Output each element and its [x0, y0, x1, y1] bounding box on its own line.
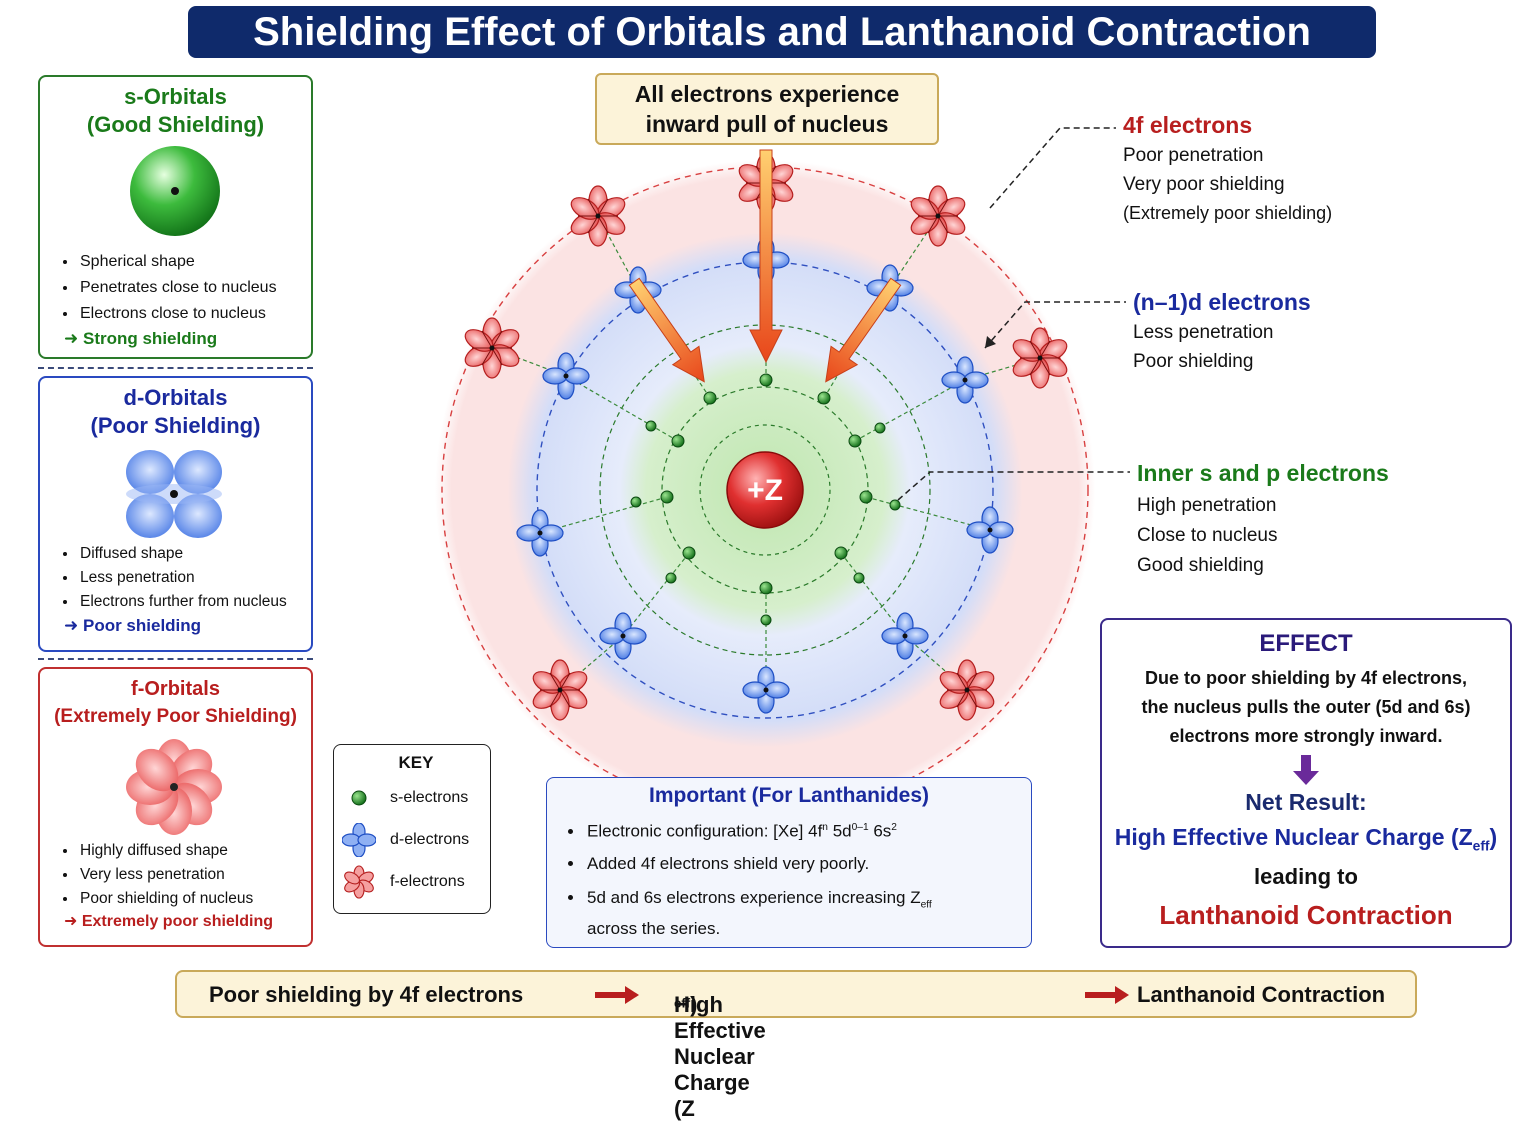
arrow-right-icon: ➜ [64, 329, 79, 348]
effect-line: Due to poor shielding by 4f electrons, [1144, 668, 1468, 688]
effect-line: electrons more strongly inward. [1169, 726, 1443, 746]
callout-4f-title: 4f electrons [1123, 112, 1253, 138]
important-title: Important (For Lanthanides) [649, 784, 929, 807]
effect-line: the nucleus pulls the outer (5d and 6s) [1141, 697, 1471, 717]
important-box: Important (For Lanthanides) Electronic c… [546, 777, 1032, 948]
d-bullet: Less penetration [78, 566, 311, 590]
f-orbital-icon [126, 739, 222, 835]
f-electron-icon [344, 865, 374, 899]
important-bullet-1: Electronic configuration: [Xe] 4fn 5d0–1… [585, 812, 1031, 848]
note-line-1: All electrons experience [634, 81, 900, 107]
f-panel-subtitle: (Extremely Poor Shielding) [54, 706, 297, 727]
s-panel-title: s-Orbitals [124, 84, 227, 109]
callout-line: Good shielding [1137, 555, 1264, 576]
important-bullet-3: 5d and 6s electrons experience increasin… [585, 886, 1031, 941]
effect-box: EFFECT Due to poor shielding by 4f elect… [1100, 618, 1512, 948]
key-label-f: f-electrons [390, 873, 465, 890]
d-panel-title: d-Orbitals [123, 385, 228, 410]
inner-s-shell [699, 424, 831, 556]
d-panel-subtitle: (Poor Shielding) [90, 413, 261, 438]
key-row-d: d-electrons [342, 819, 490, 861]
key-row-s: s-electrons [342, 777, 490, 819]
middle-s-shell [661, 386, 869, 594]
arrow-right-icon: ➜ [64, 913, 78, 930]
f-panel-title: f-Orbitals [131, 678, 220, 700]
s-orbital-panel: s-Orbitals (Good Shielding) Spherical sh… [38, 75, 313, 359]
separator [38, 367, 313, 369]
leading-to: leading to [1254, 863, 1358, 889]
d-orbital-icon [126, 450, 222, 538]
callout-leaders [897, 127, 1130, 501]
d-shell [536, 261, 994, 719]
arrow-down-icon [1293, 755, 1319, 785]
f-bullet: Very less penetration [78, 863, 311, 887]
atom-diagram: +Z [435, 127, 1130, 790]
callout-line: Close to nucleus [1137, 525, 1278, 546]
key-label-s: s-electrons [390, 789, 469, 806]
arrow-right-icon [595, 986, 639, 1004]
s-bullet: Spherical shape [78, 249, 311, 275]
key-legend: KEY s-electrons d-electrons f [333, 744, 491, 914]
d-panel-conclusion: Poor shielding [82, 616, 202, 635]
callout-line: High penetration [1137, 495, 1277, 516]
separator [38, 658, 313, 660]
f-bullet: Highly diffused shape [78, 839, 311, 863]
d-bullet: Electrons further from nucleus [78, 590, 311, 614]
s-bullet: Electrons close to nucleus [78, 301, 311, 327]
f-orbital-panel: f-Orbitals (Extremely Poor Shielding) Hi… [38, 667, 313, 947]
callout-sp: Inner s and p electrons High penetration… [1137, 460, 1427, 581]
inward-pull-note: All electrons experience inward pull of … [595, 73, 939, 145]
net-result-value: High Effective Nuclear Charge (Zeff) [1114, 824, 1498, 854]
callout-line: Less penetration [1133, 322, 1274, 343]
callout-4f: 4f electrons Poor penetration Very poor … [1123, 112, 1413, 228]
callout-line: Poor shielding [1133, 351, 1254, 372]
s-orbital-icon [130, 146, 220, 236]
page-title: Shielding Effect of Orbitals and Lanthan… [188, 6, 1376, 58]
summary-bar: Poor shielding by 4f electrons High Effe… [175, 970, 1417, 1121]
s-bullet: Penetrates close to nucleus [78, 275, 311, 301]
effect-title: EFFECT [1259, 630, 1353, 657]
arrow-right-icon: ➜ [64, 616, 79, 635]
s-electrons [630, 373, 901, 626]
important-bullet-2: Added 4f electrons shield very poorly. [585, 848, 1031, 880]
d-orbital-panel: d-Orbitals (Poor Shielding) Diffused sha… [38, 376, 313, 652]
arrow-right-icon [1085, 986, 1129, 1004]
callout-sp-title: Inner s and p electrons [1137, 460, 1389, 486]
note-line-2: inward pull of nucleus [645, 111, 889, 137]
callout-line: Very poor shielding [1123, 174, 1285, 195]
key-label-d: d-electrons [390, 831, 470, 848]
d-electron-icon [342, 823, 376, 857]
key-title: KEY [398, 753, 434, 772]
callout-d-title: (n–1)d electrons [1133, 289, 1311, 315]
summary-part-1: Poor shielding by 4f electrons [209, 982, 524, 1007]
summary-part-3: Lanthanoid Contraction [1137, 982, 1386, 1007]
d-bullet: Diffused shape [78, 542, 311, 566]
key-row-f: f-electrons [342, 861, 490, 903]
s-panel-subtitle: (Good Shielding) [86, 112, 265, 137]
callout-line: (Extremely poor shielding) [1123, 203, 1333, 223]
f-bullet: Poor shielding of nucleus [78, 887, 311, 911]
callout-d: (n–1)d electrons Less penetration Poor s… [1133, 289, 1423, 376]
effect-result: Lanthanoid Contraction [1159, 899, 1453, 930]
net-result-title: Net Result: [1245, 789, 1367, 815]
s-panel-conclusion: Strong shielding [82, 329, 218, 348]
nucleus [726, 451, 804, 529]
f-panel-conclusion: Extremely poor shielding [81, 913, 274, 930]
nucleus-label: +Z [747, 474, 783, 507]
inward-pull-arrows [628, 149, 902, 383]
callout-line: Poor penetration [1123, 145, 1264, 166]
s-electron-icon [351, 790, 367, 806]
